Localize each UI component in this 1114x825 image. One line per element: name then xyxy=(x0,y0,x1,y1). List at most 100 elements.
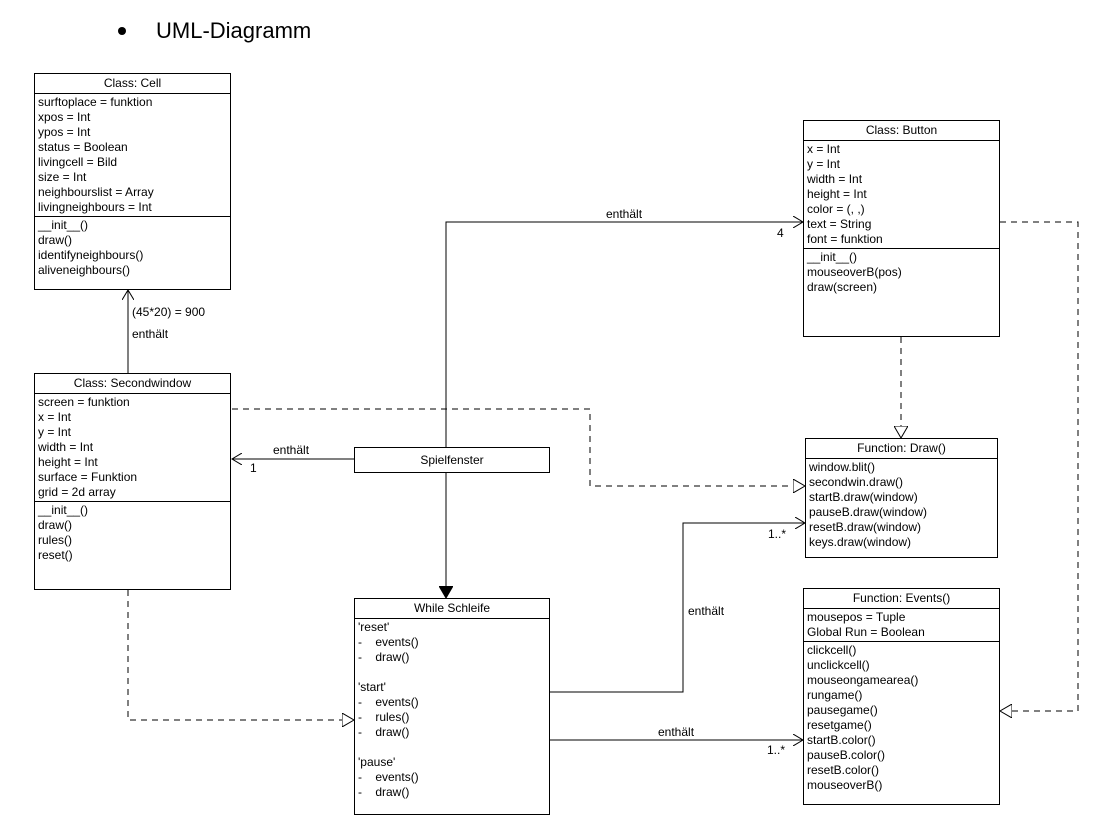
attribute: xpos = Int xyxy=(38,110,91,124)
heading-text: UML-Diagramm xyxy=(156,18,312,43)
while-loop-title: While Schleife xyxy=(355,599,549,619)
function-events-title: Function: Events() xyxy=(804,589,999,609)
statement: startB.draw(window) xyxy=(809,490,918,504)
attribute: y = Int xyxy=(807,157,841,171)
loop-line: 'start' xyxy=(358,680,386,694)
class-button-attributes: x = Int y = Int width = Int height = Int… xyxy=(804,141,999,248)
attribute: height = Int xyxy=(807,187,867,201)
label-events-multiplicity: 1..* xyxy=(767,743,786,757)
method: aliveneighbours() xyxy=(38,263,131,277)
method: draw(screen) xyxy=(807,280,878,294)
method: clickcell() xyxy=(807,643,857,657)
class-cell-attributes: surftoplace = funktion xpos = Int ypos =… xyxy=(35,94,230,216)
statement: pauseB.draw(window) xyxy=(809,505,928,519)
statement: resetB.draw(window) xyxy=(809,520,922,534)
class-button-methods: __init__() mouseoverB(pos) draw(screen) xyxy=(804,248,999,296)
attribute: width = Int xyxy=(38,440,94,454)
loop-line: - draw() xyxy=(358,650,410,664)
class-secondwindow-attributes: screen = funktion x = Int y = Int width … xyxy=(35,394,230,501)
function-events-box: Function: Events() mousepos = Tuple Glob… xyxy=(803,588,1000,805)
while-loop-box: While Schleife 'reset' - events() - draw… xyxy=(354,598,550,815)
method: resetB.color() xyxy=(807,763,880,777)
class-button-box: Class: Button x = Int y = Int width = In… xyxy=(803,120,1000,337)
method: identifyneighbours() xyxy=(38,248,144,262)
attribute: font = funktion xyxy=(807,232,883,246)
edge-button-events xyxy=(1000,221,1079,711)
label-button-multiplicity: 4 xyxy=(777,226,784,240)
class-secondwindow-methods: __init__() draw() rules() reset() xyxy=(35,501,230,564)
attribute: x = Int xyxy=(38,410,72,424)
statement: secondwin.draw() xyxy=(809,475,904,489)
attribute: surftoplace = funktion xyxy=(38,95,153,109)
method: draw() xyxy=(38,518,73,532)
loop-line: - draw() xyxy=(358,785,410,799)
class-secondwindow-title: Class: Secondwindow xyxy=(35,374,230,394)
label-draw-enthaelt: enthält xyxy=(688,604,725,618)
class-cell-title: Class: Cell xyxy=(35,74,230,94)
label-events-enthaelt: enthält xyxy=(658,725,695,739)
edge-secondwindow-draw xyxy=(232,408,805,486)
method: __init__() xyxy=(38,218,89,232)
loop-line: - rules() xyxy=(358,710,410,724)
label-second-enthaelt: enthält xyxy=(273,443,310,457)
function-draw-title: Function: Draw() xyxy=(806,439,997,459)
method: __init__() xyxy=(38,503,89,517)
bullet-icon xyxy=(118,27,126,35)
label-cell-multiplicity: (45*20) = 900 xyxy=(132,305,206,319)
page-heading: UML-Diagramm xyxy=(118,18,311,44)
attribute: color = (, ,) xyxy=(807,202,865,216)
attribute: x = Int xyxy=(807,142,841,156)
edge-spielfenster-button xyxy=(445,222,803,447)
attribute: height = Int xyxy=(38,455,98,469)
method: mouseoverB() xyxy=(807,778,883,792)
loop-line: 'pause' xyxy=(358,755,396,769)
loop-line xyxy=(358,740,546,755)
attribute: ypos = Int xyxy=(38,125,91,139)
loop-line: - events() xyxy=(358,695,419,709)
spielfenster-title: Spielfenster xyxy=(420,452,484,467)
label-cell-enthaelt: enthält xyxy=(132,327,169,341)
method: mouseongamearea() xyxy=(807,673,919,687)
method: __init__() xyxy=(807,250,858,264)
function-draw-box: Function: Draw() window.blit() secondwin… xyxy=(805,438,998,558)
label-button-enthaelt: enthält xyxy=(606,207,643,221)
edge-while-draw xyxy=(550,523,805,693)
attribute: status = Boolean xyxy=(38,140,128,154)
attribute: grid = 2d array xyxy=(38,485,116,499)
attribute: text = String xyxy=(807,217,872,231)
class-secondwindow-box: Class: Secondwindow screen = funktion x … xyxy=(34,373,231,590)
method: draw() xyxy=(38,233,73,247)
function-draw-body: window.blit() secondwin.draw() startB.dr… xyxy=(806,459,997,551)
while-loop-body: 'reset' - events() - draw() 'start' - ev… xyxy=(355,619,549,801)
method: unclickcell() xyxy=(807,658,870,672)
attribute: neighbourslist = Array xyxy=(38,185,154,199)
loop-line: 'reset' xyxy=(358,620,390,634)
edge-secondwindow-while xyxy=(127,590,354,720)
attribute: livingneighbours = Int xyxy=(38,200,152,214)
label-draw-multiplicity: 1..* xyxy=(768,527,787,541)
loop-line: - events() xyxy=(358,635,419,649)
statement: keys.draw(window) xyxy=(809,535,912,549)
attribute: size = Int xyxy=(38,170,87,184)
function-events-attributes: mousepos = Tuple Global Run = Boolean xyxy=(804,609,999,641)
method: pauseB.color() xyxy=(807,748,886,762)
statement: window.blit() xyxy=(809,460,876,474)
method: mouseoverB(pos) xyxy=(807,265,902,279)
spielfenster-box: Spielfenster xyxy=(354,447,550,473)
class-button-title: Class: Button xyxy=(804,121,999,141)
attribute: width = Int xyxy=(807,172,863,186)
class-cell-methods: __init__() draw() identifyneighbours() a… xyxy=(35,216,230,279)
method: startB.color() xyxy=(807,733,876,747)
method: resetgame() xyxy=(807,718,872,732)
loop-line: - events() xyxy=(358,770,419,784)
attribute: y = Int xyxy=(38,425,72,439)
class-cell-box: Class: Cell surftoplace = funktion xpos … xyxy=(34,73,231,290)
loop-line: - draw() xyxy=(358,725,410,739)
method: rules() xyxy=(38,533,73,547)
attribute: surface = Funktion xyxy=(38,470,138,484)
function-events-methods: clickcell() unclickcell() mouseongameare… xyxy=(804,641,999,794)
loop-line xyxy=(358,665,546,680)
method: reset() xyxy=(38,548,73,562)
method: pausegame() xyxy=(807,703,878,717)
